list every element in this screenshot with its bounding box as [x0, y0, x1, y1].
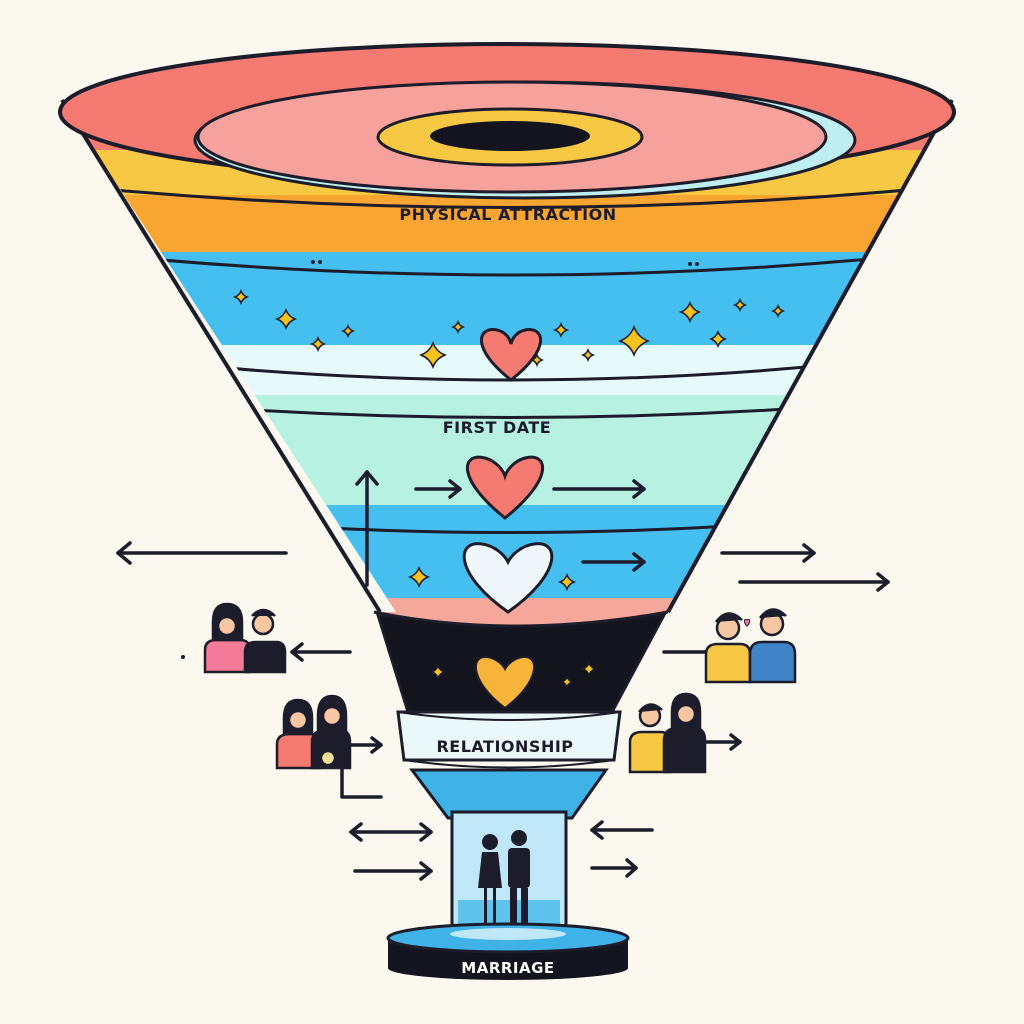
heart-icon	[480, 328, 542, 382]
heart-icon	[462, 542, 554, 614]
heart-icon	[474, 655, 536, 710]
sparkle-icon	[407, 565, 431, 589]
sparkle-icon	[770, 303, 786, 319]
arrows	[116, 470, 890, 881]
couple-icon	[628, 692, 707, 774]
stage-label: RELATIONSHIP	[436, 737, 573, 756]
sparkle-icon	[559, 674, 575, 690]
sparkle-icon	[450, 319, 466, 335]
couple-figure	[478, 830, 530, 926]
couple-icon	[203, 602, 287, 674]
sparkle-icon	[429, 663, 447, 681]
sparkle-icon	[418, 340, 448, 370]
sparkle-icon	[552, 321, 570, 339]
sparkle-icon	[557, 572, 577, 592]
sparkle-icon	[274, 307, 298, 331]
sparkle-icon	[708, 329, 728, 349]
pink-rim	[373, 610, 669, 628]
heart-icon	[465, 455, 545, 520]
top-hole	[430, 121, 590, 151]
sparkle-icon	[580, 660, 598, 678]
stage-label: FIRST DATE	[443, 418, 551, 437]
stage-label: PHYSICAL ATTRACTION	[399, 205, 616, 224]
sparkle-icon	[678, 300, 702, 324]
stage-label: MARRIAGE	[461, 959, 554, 977]
sparkle-icon	[732, 297, 748, 313]
spout-top	[409, 768, 609, 820]
sparkle-icon	[340, 323, 356, 339]
sparkle-icon	[580, 347, 596, 363]
funnel-outline	[60, 98, 954, 614]
sparkle-icon	[309, 335, 327, 353]
dot-marks	[181, 260, 699, 659]
sparkle-icon	[232, 288, 250, 306]
sparkle-icon	[617, 324, 651, 358]
couple-icon	[275, 694, 352, 770]
couple-icon	[704, 608, 797, 684]
sparkles	[232, 288, 786, 690]
